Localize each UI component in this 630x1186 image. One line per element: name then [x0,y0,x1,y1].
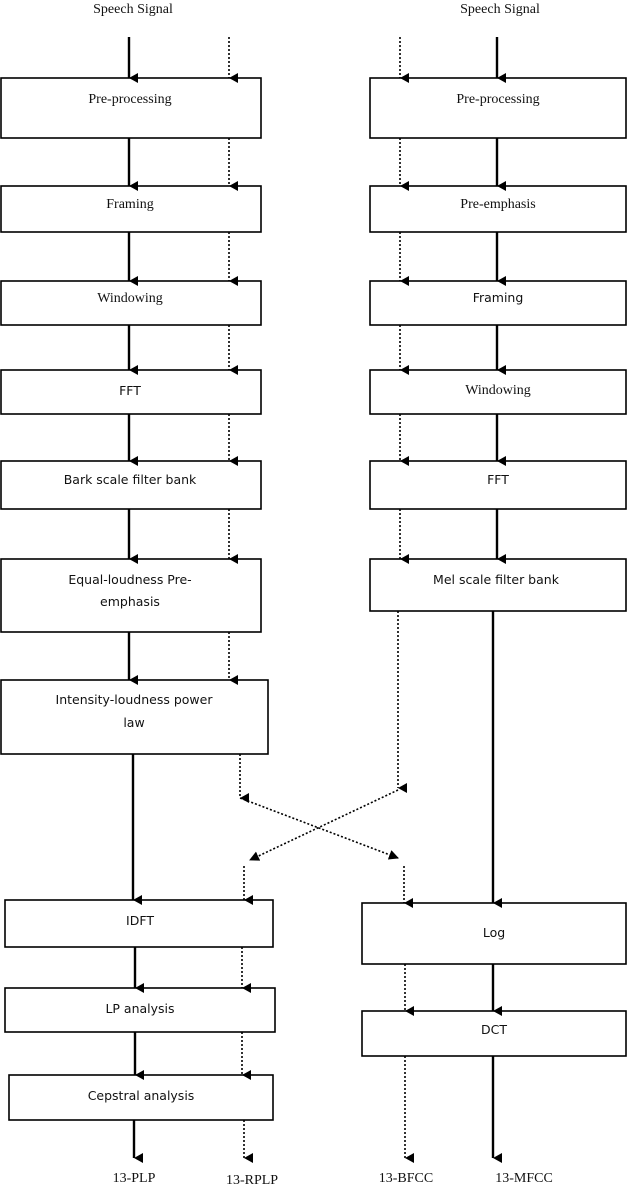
svg-text:Pre-processing: Pre-processing [456,92,539,107]
svg-text:IDFT: IDFT [126,913,154,928]
right-box-log: Log [361,902,627,965]
left-box-bark-filter-bank: Bark scale filter bank [0,460,262,510]
right-input-label: Speech Signal [460,2,540,17]
right-dotted-arrows [397,37,414,1163]
left-dotted-arrows [228,37,253,1163]
left-box-intensity-loudness: Intensity-loudness power law [0,679,269,755]
svg-text:Framing: Framing [473,290,524,305]
svg-text:LP analysis: LP analysis [105,1001,174,1016]
output-label-bfcc: 13-BFCC [379,1171,433,1186]
output-label-rplp: 13-RPLP [226,1173,278,1186]
svg-text:Mel scale filter bank: Mel scale filter bank [433,572,560,587]
right-box-mel-filter-bank: Mel scale filter bank [369,558,627,612]
left-box-idft: IDFT [4,899,274,948]
svg-text:Windowing: Windowing [465,383,531,398]
svg-text:Intensity-loudness power: Intensity-loudness power [56,692,214,707]
right-box-preprocessing: Pre-processing [369,77,627,139]
svg-text:Framing: Framing [106,197,153,212]
svg-text:FFT: FFT [119,383,141,398]
svg-text:emphasis: emphasis [100,594,160,609]
svg-text:DCT: DCT [481,1022,507,1037]
right-box-fft: FFT [369,460,627,510]
svg-text:FFT: FFT [487,472,509,487]
right-box-framing: Framing [369,280,627,326]
output-label-mfcc: 13-MFCC [495,1171,553,1186]
svg-text:Equal-loudness Pre-: Equal-loudness Pre- [68,572,191,587]
left-solid-arrows [127,37,144,1163]
left-box-framing: Framing [0,185,262,233]
svg-text:law: law [123,715,144,730]
svg-text:Log: Log [483,925,505,940]
output-label-plp: 13-PLP [113,1171,156,1186]
left-box-preprocessing: Pre-processing [0,77,262,139]
right-box-windowing: Windowing [369,369,627,415]
right-box-pre-emphasis: Pre-emphasis [369,185,627,233]
svg-text:Pre-emphasis: Pre-emphasis [460,197,535,212]
svg-text:Windowing: Windowing [97,291,163,306]
svg-text:Bark scale filter bank: Bark scale filter bank [64,472,197,487]
left-input-label: Speech Signal [93,2,173,17]
left-box-lp-analysis: LP analysis [4,987,276,1033]
right-solid-arrows [491,37,506,1163]
left-box-cepstral-analysis: Cepstral analysis [8,1074,274,1121]
left-box-fft: FFT [0,369,262,415]
right-box-dct: DCT [361,1010,627,1057]
svg-text:Cepstral analysis: Cepstral analysis [88,1088,195,1103]
crossover-arrows [239,789,399,861]
left-box-equal-loudness: Equal-loudness Pre- emphasis [0,558,262,633]
svg-text:Pre-processing: Pre-processing [88,92,171,107]
left-box-windowing: Windowing [0,280,262,326]
